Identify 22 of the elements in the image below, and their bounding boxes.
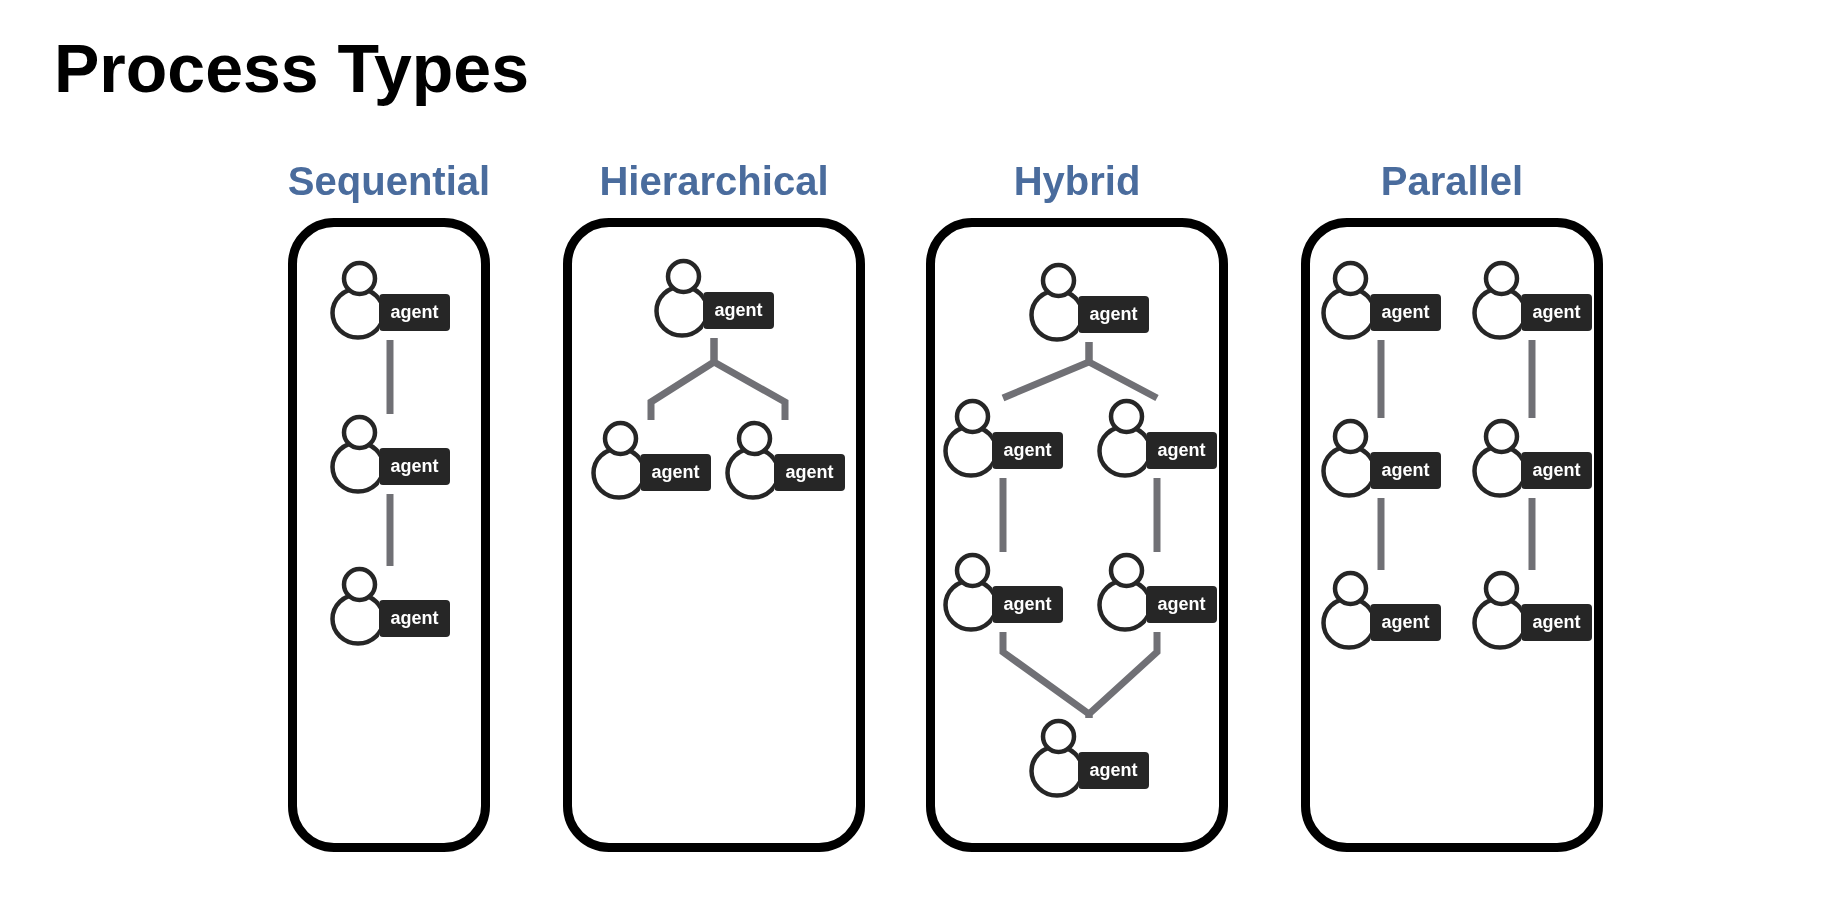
panel-heading: Parallel — [1380, 161, 1524, 201]
panel-heading: Hybrid — [1013, 161, 1141, 201]
agent-label: agent — [379, 600, 450, 637]
agent-label: agent — [1370, 452, 1441, 489]
agent-label: agent — [379, 294, 450, 331]
agent-label: agent — [992, 586, 1063, 623]
agent-label: agent — [1521, 604, 1592, 641]
agent-label: agent — [1521, 294, 1592, 331]
agent-label: agent — [774, 454, 845, 491]
agent-label: agent — [1146, 432, 1217, 469]
agent-label: agent — [1078, 752, 1149, 789]
agent-label: agent — [1370, 294, 1441, 331]
agent-label: agent — [703, 292, 774, 329]
panel-heading: Sequential — [287, 161, 491, 201]
agent-label: agent — [1521, 452, 1592, 489]
agent-label: agent — [992, 432, 1063, 469]
agent-label: agent — [1078, 296, 1149, 333]
agent-label: agent — [1370, 604, 1441, 641]
agent-label: agent — [640, 454, 711, 491]
agent-label: agent — [379, 448, 450, 485]
panel-heading: Hierarchical — [599, 161, 829, 201]
agent-label: agent — [1146, 586, 1217, 623]
